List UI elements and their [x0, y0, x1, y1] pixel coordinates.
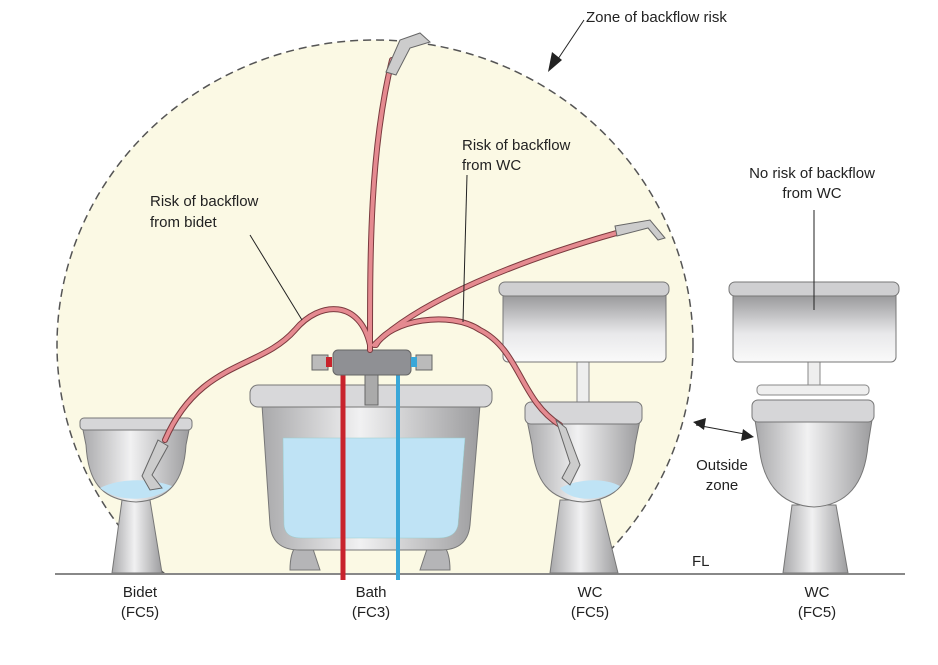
- floor-label: FL: [692, 553, 710, 570]
- zone-label: Zone of backflow risk: [586, 9, 727, 26]
- shower-hoses: [162, 57, 623, 443]
- wc-cistern: [502, 289, 667, 363]
- fixture-name: WC: [805, 584, 830, 601]
- risk-bidet-label: from bidet: [150, 214, 218, 231]
- fixture-name: Bath: [356, 584, 387, 601]
- bath: [249, 349, 493, 580]
- fixture-category: (FC5): [571, 604, 609, 621]
- wc-outside-zone: [728, 281, 900, 574]
- fixture-category: (FC5): [121, 604, 159, 621]
- fixture-name: Bidet: [123, 584, 158, 601]
- risk-wc-label: Risk of backflow: [462, 137, 571, 154]
- arrow-icon: [548, 52, 562, 72]
- no-risk-label: from WC: [782, 185, 841, 202]
- outside-zone-label: Outside: [696, 457, 748, 474]
- no-risk-label: No risk of backflow: [749, 165, 875, 182]
- arrow-icon: [741, 429, 754, 441]
- shower-head-icons: [141, 32, 666, 491]
- risk-wc-label: from WC: [462, 157, 521, 174]
- fixture-category: (FC3): [352, 604, 390, 621]
- outside-zone-label: zone: [706, 477, 739, 494]
- fixture-name: WC: [578, 584, 603, 601]
- fixture-category: (FC5): [798, 604, 836, 621]
- risk-bidet-label: Risk of backflow: [150, 193, 259, 210]
- mixer-tap: [332, 349, 412, 376]
- arrow-icon: [693, 418, 706, 430]
- wc-in-zone: [498, 281, 670, 574]
- leader-lines: [249, 19, 815, 436]
